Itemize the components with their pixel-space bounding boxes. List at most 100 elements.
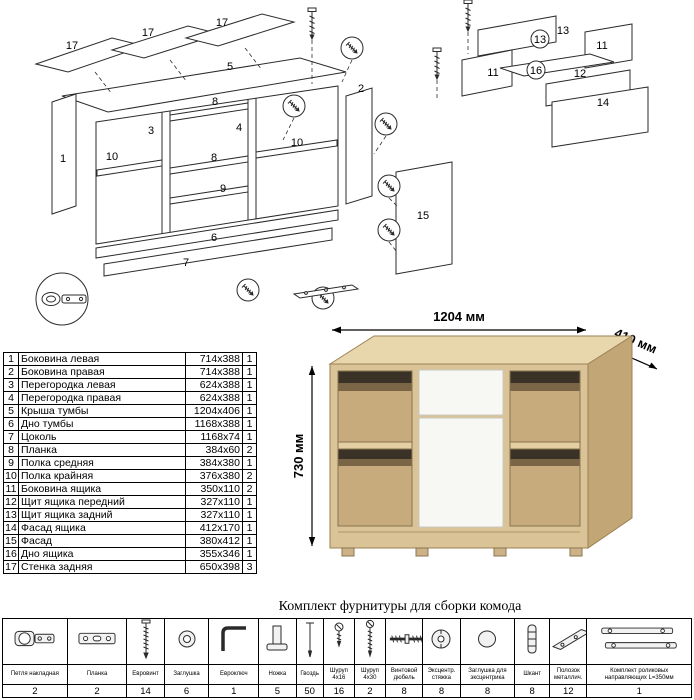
part-size: 384x60 [185,443,243,457]
hardware-item-icon-cell [2,618,68,665]
runner-detail-icon [292,284,360,299]
right-shelf-compartment [509,370,581,527]
hardware-item-icon-cell [163,618,210,665]
hardware-item-name: Полозок металлич. [549,664,588,685]
part-size: 624x388 [185,378,243,392]
metal-runner-icon [551,628,586,650]
part-number-label: 14 [597,97,609,109]
hardware-item-qty: 14 [126,684,165,698]
hardware-item-name: Эксцентр. стяжка [422,664,461,685]
nail-icon [305,622,314,658]
part-qty: 1 [242,404,257,418]
hardware-item-icon-cell [384,618,424,665]
part-number-label: 2 [358,83,364,95]
cam-lock-icon [431,629,451,649]
dowel-screw-icon [389,634,422,644]
hardware-item-qty: 8 [422,684,461,698]
part-callout-circle [526,60,546,80]
part-number-label: 12 [574,68,586,80]
part-size: 1204x406 [185,404,243,418]
foot-icon [266,625,288,651]
part-qty: 1 [242,391,257,405]
part-qty: 3 [242,560,257,574]
euroscrew-icon [141,619,150,660]
part-num: 13 [3,508,19,522]
part-number-label: 4 [236,122,242,134]
part-qty: 1 [242,534,257,548]
part-name: Дно ящика [18,547,186,561]
part-qty: 2 [242,482,257,496]
part-number-label: 10 [106,151,118,163]
part-name: Полка крайняя [18,469,186,483]
part-num: 16 [3,547,19,561]
part-number-label: 8 [211,152,217,164]
hardware-item-icon-cell [549,618,588,665]
part-qty: 1 [242,352,257,366]
part-qty: 1 [242,521,257,535]
part-number-label: 8 [212,96,218,108]
part-number-label: 5 [227,61,233,73]
part-number-label: 10 [291,137,303,149]
hardware-item-name: Заглушка [163,664,210,685]
part-size: 376x380 [185,469,243,483]
part-number-label: 15 [417,210,429,222]
part-size: 350x110 [185,482,243,496]
hardware-item-name: Шуруп 4x30 [353,664,386,685]
part-name: Крыша тумбы [18,404,186,418]
hardware-item-icon-cell [322,618,355,665]
hardware-item-icon-cell [295,618,324,665]
part-name: Фасад ящика [18,521,186,535]
part-number-label: 17 [216,17,228,29]
hardware-item-name: Евровинт [126,664,165,685]
part-qty: 1 [242,378,257,392]
hardware-item-qty: 1 [208,684,260,698]
hardware-item-icon-cell [258,618,297,665]
dresser-body [328,335,634,557]
part-name: Полка средняя [18,456,186,470]
hardware-item-qty: 8 [514,684,551,698]
hinge-detail-icon [35,272,89,326]
part-qty: 1 [242,430,257,444]
roller-guides-icon [601,627,677,649]
hardware-item-name: Евроключ [208,664,260,685]
part-number-label: 3 [148,125,154,137]
drawer-front [418,369,504,416]
part-name: Фасад [18,534,186,548]
part-number-label: 6 [211,232,217,244]
part-number-label: 16 [530,65,542,77]
part-qty: 2 [242,443,257,457]
part-size: 624x388 [185,391,243,405]
part-qty: 1 [242,547,257,561]
hardware-item-qty: 2 [2,684,68,698]
width-dimension-label: 1204 мм [433,309,485,324]
hardware-item-name: Планка [66,664,128,685]
hardware-item-name: Гвоздь [295,664,324,685]
hardware-item-qty: 2 [66,684,128,698]
part-size: 1168x388 [185,417,243,431]
hardware-item-qty: 8 [459,684,516,698]
part-size: 380x412 [185,534,243,548]
hardware-item-icon-cell [459,618,516,665]
part-name: Дно тумбы [18,417,186,431]
part-name: Щит ящика задний [18,508,186,522]
leader-lines [94,32,469,253]
hardware-item-qty: 50 [295,684,324,698]
part-size: 1168x74 [185,430,243,444]
part-qty: 1 [242,456,257,470]
hardware-item-icon-cell [353,618,386,665]
part-num: 4 [3,391,19,405]
plate-icon [78,632,116,645]
